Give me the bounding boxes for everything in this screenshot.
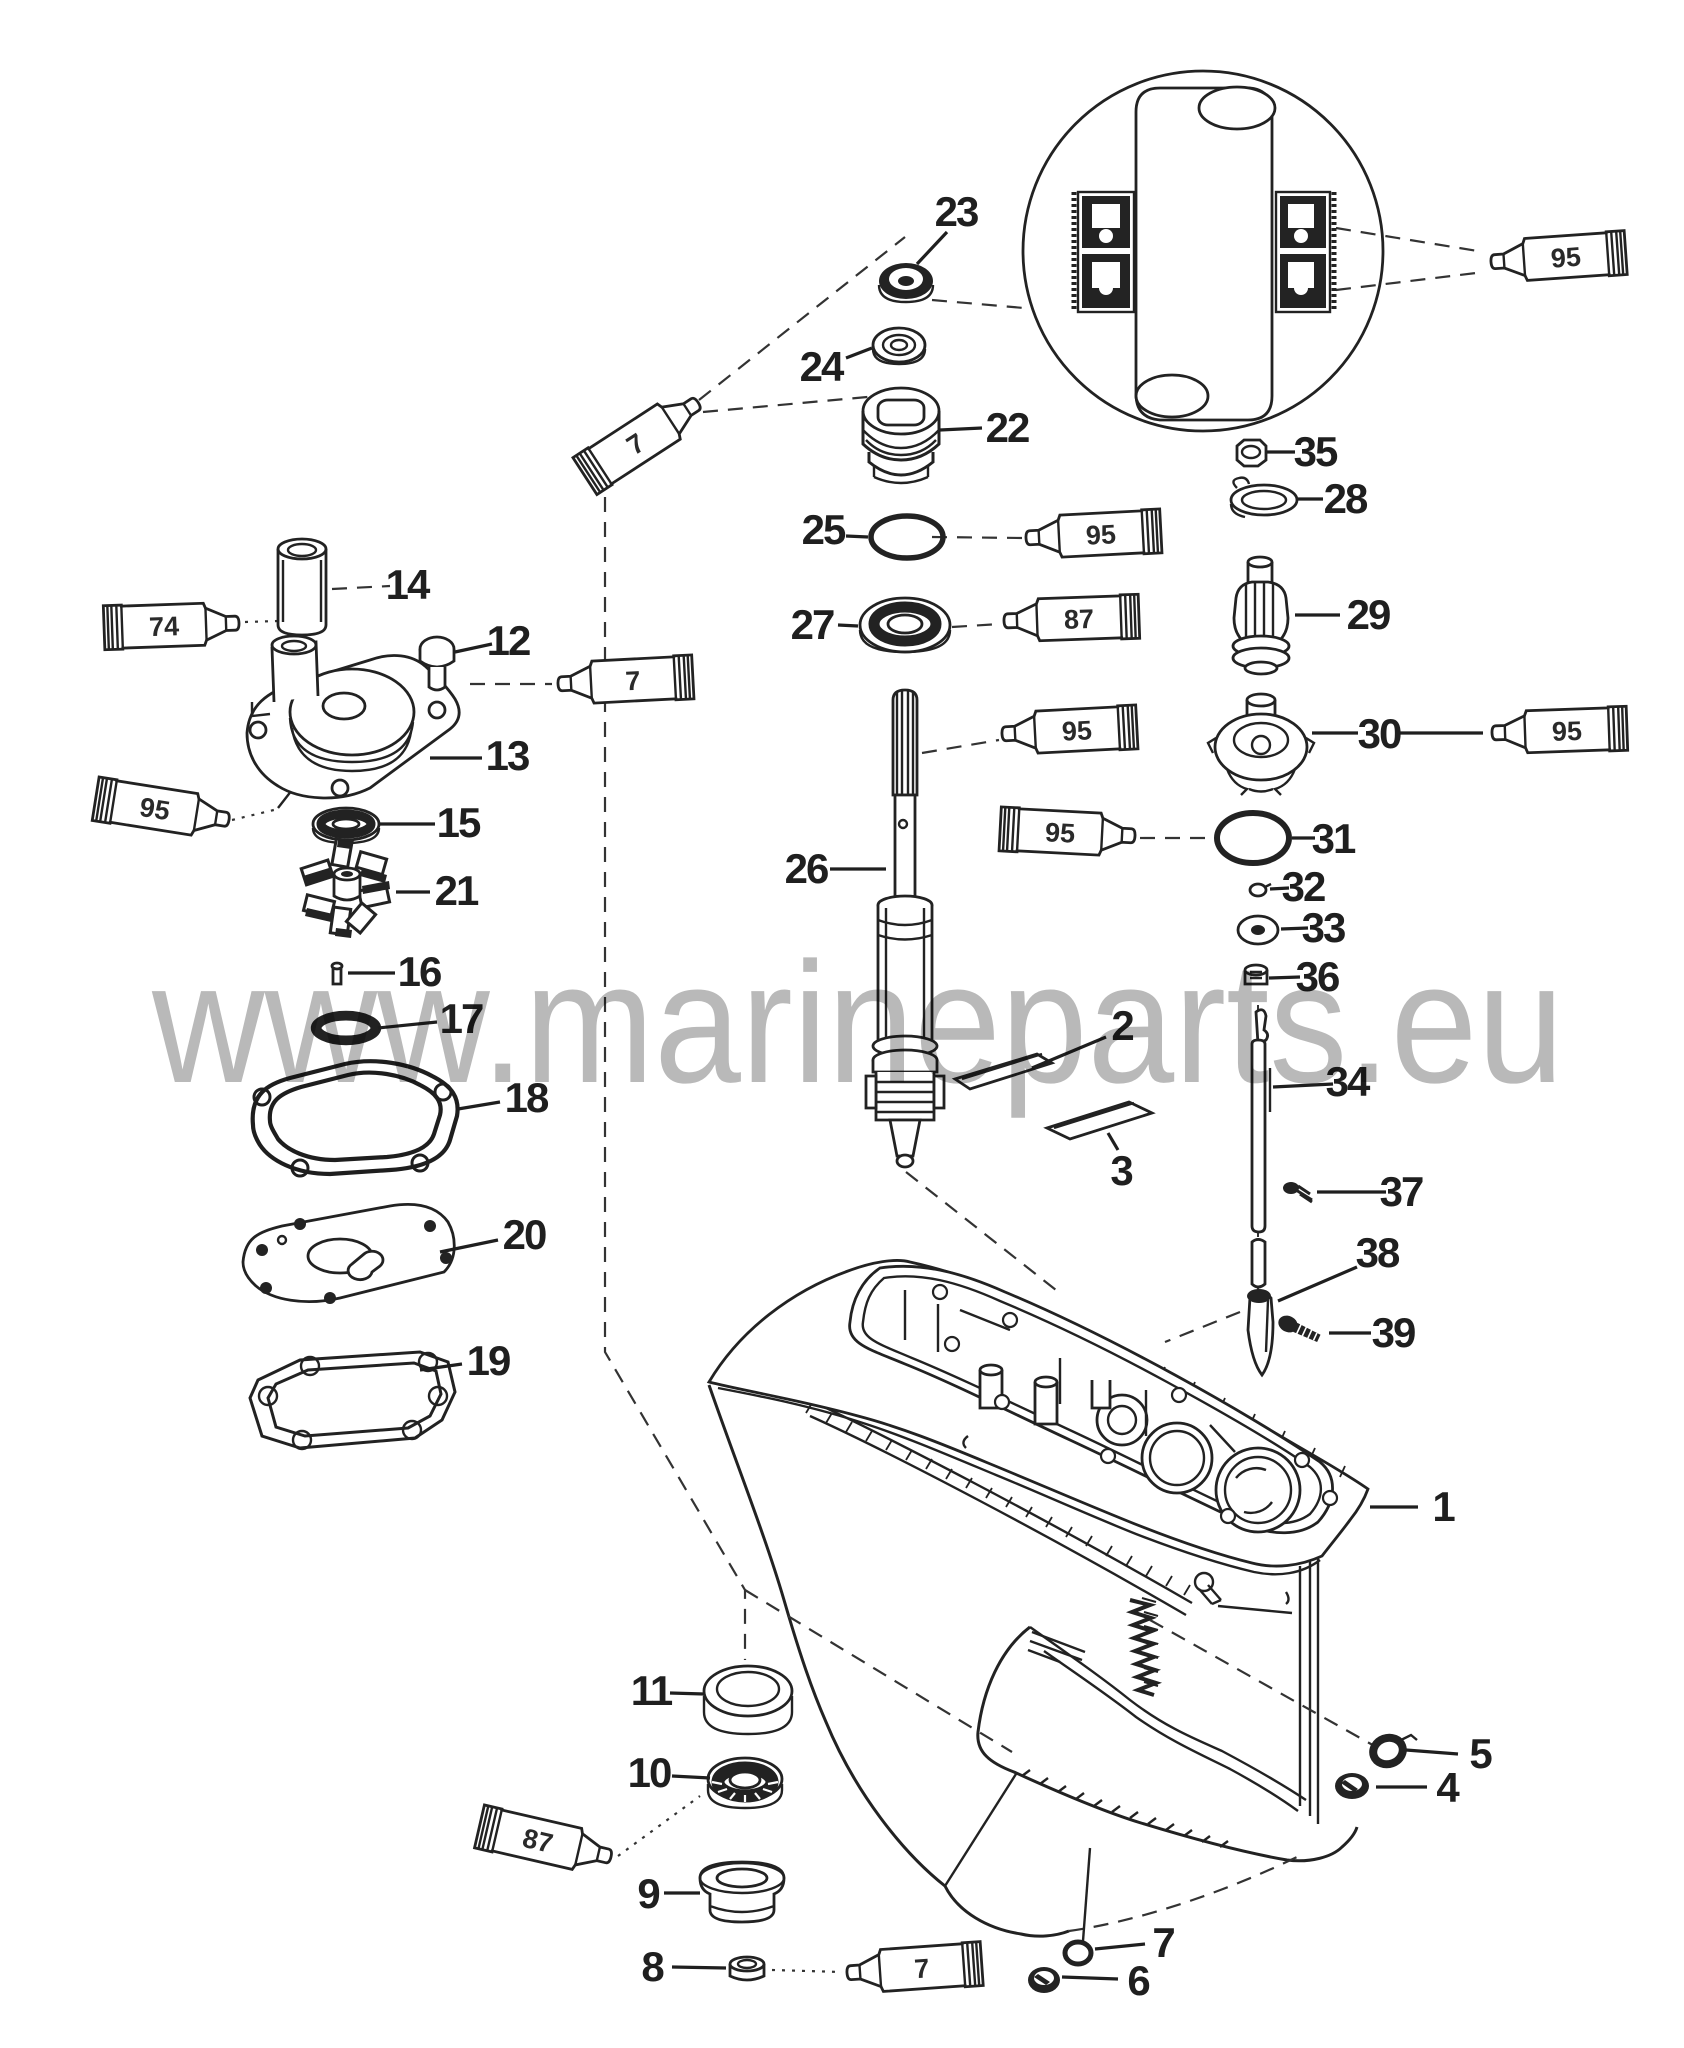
- svg-text:23: 23: [935, 188, 978, 235]
- svg-text:31: 31: [1312, 815, 1356, 862]
- svg-text:95: 95: [1085, 519, 1117, 551]
- svg-text:33: 33: [1302, 904, 1345, 951]
- svg-text:87: 87: [1063, 604, 1094, 635]
- svg-text:95: 95: [138, 792, 172, 826]
- svg-text:17: 17: [440, 995, 483, 1042]
- svg-text:95: 95: [1044, 817, 1076, 849]
- svg-text:4: 4: [1436, 1764, 1460, 1811]
- svg-text:8: 8: [641, 1943, 664, 1990]
- svg-text:7: 7: [1152, 1919, 1174, 1966]
- svg-text:1: 1: [1432, 1483, 1455, 1530]
- svg-text:18: 18: [505, 1074, 549, 1121]
- svg-text:25: 25: [802, 506, 846, 553]
- svg-text:19: 19: [467, 1337, 510, 1384]
- svg-text:6: 6: [1127, 1957, 1149, 2004]
- svg-text:95: 95: [1061, 715, 1093, 747]
- svg-text:24: 24: [800, 343, 845, 390]
- svg-text:14: 14: [386, 561, 431, 608]
- svg-text:www.marineparts.eu: www.marineparts.eu: [151, 927, 1564, 1119]
- svg-text:2: 2: [1111, 1002, 1133, 1049]
- svg-text:5: 5: [1469, 1730, 1492, 1777]
- svg-text:35: 35: [1294, 428, 1338, 475]
- svg-text:30: 30: [1358, 710, 1401, 757]
- svg-text:7: 7: [625, 666, 642, 697]
- svg-text:22: 22: [986, 404, 1029, 451]
- svg-text:16: 16: [398, 948, 441, 995]
- svg-text:34: 34: [1326, 1058, 1371, 1105]
- svg-text:10: 10: [628, 1749, 671, 1796]
- svg-text:28: 28: [1324, 475, 1368, 522]
- svg-text:74: 74: [149, 611, 180, 642]
- svg-text:11: 11: [631, 1667, 673, 1714]
- svg-text:95: 95: [1551, 716, 1582, 747]
- svg-text:37: 37: [1380, 1168, 1423, 1215]
- svg-text:87: 87: [520, 1823, 556, 1859]
- svg-text:38: 38: [1356, 1229, 1400, 1276]
- svg-text:7: 7: [913, 1953, 930, 1984]
- svg-text:3: 3: [1110, 1147, 1132, 1194]
- svg-text:36: 36: [1296, 953, 1339, 1000]
- svg-text:15: 15: [437, 799, 481, 846]
- svg-text:39: 39: [1372, 1309, 1415, 1356]
- svg-text:29: 29: [1347, 591, 1390, 638]
- svg-text:27: 27: [791, 601, 834, 648]
- svg-text:26: 26: [785, 845, 828, 892]
- svg-text:13: 13: [486, 732, 529, 779]
- svg-text:20: 20: [503, 1211, 546, 1258]
- svg-text:95: 95: [1550, 242, 1582, 274]
- svg-text:12: 12: [487, 617, 530, 664]
- svg-text:21: 21: [435, 867, 479, 914]
- svg-text:32: 32: [1282, 863, 1325, 910]
- svg-text:9: 9: [637, 1870, 659, 1917]
